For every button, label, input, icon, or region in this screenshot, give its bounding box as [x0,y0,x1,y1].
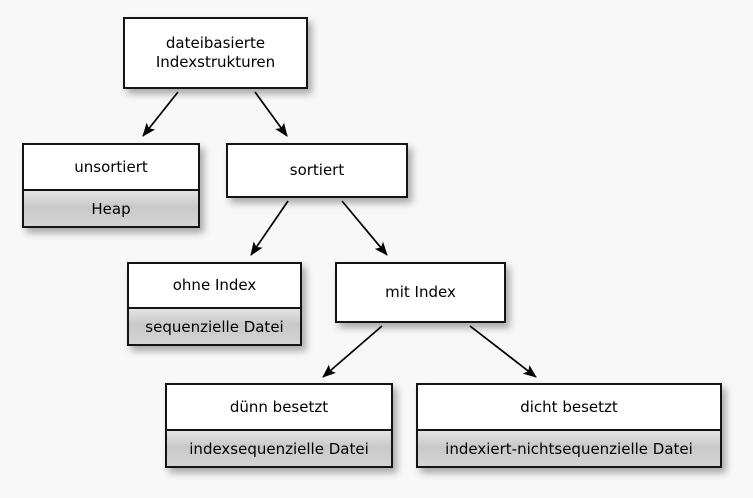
node-subtitle: sequenzielle Datei [129,307,300,344]
node-title: unsortiert [24,145,198,189]
node-ohne-index[interactable]: ohne Index sequenzielle Datei [127,262,302,346]
node-title: dateibasierte Indexstrukturen [125,19,306,87]
edge-sortiert-to-mit-index [341,200,388,256]
node-dateibasierte-indexstrukturen[interactable]: dateibasierte Indexstrukturen [123,17,308,89]
node-duenn-besetzt[interactable]: dünn besetzt indexsequenzielle Datei [165,383,393,468]
node-title: dicht besetzt [418,385,720,429]
node-subtitle: Heap [24,189,198,226]
node-unsortiert[interactable]: unsortiert Heap [22,143,200,228]
node-title: sortiert [228,145,406,196]
node-title: dünn besetzt [167,385,391,429]
node-dicht-besetzt[interactable]: dicht besetzt indexiert-nichtsequenziell… [416,383,722,468]
edge-root-to-sortiert [254,91,288,137]
edge-mit-index-to-dicht [469,325,537,378]
edge-root-to-unsortiert [142,91,179,137]
node-title: mit Index [337,264,504,321]
edge-sortiert-to-ohne-index [250,200,289,256]
node-sortiert[interactable]: sortiert [226,143,408,198]
edge-mit-index-to-duenn [322,325,383,378]
node-subtitle: indexiert-nichtsequenzielle Datei [418,429,720,466]
node-title: ohne Index [129,264,300,307]
node-subtitle: indexsequenzielle Datei [167,429,391,466]
node-mit-index[interactable]: mit Index [335,262,506,323]
